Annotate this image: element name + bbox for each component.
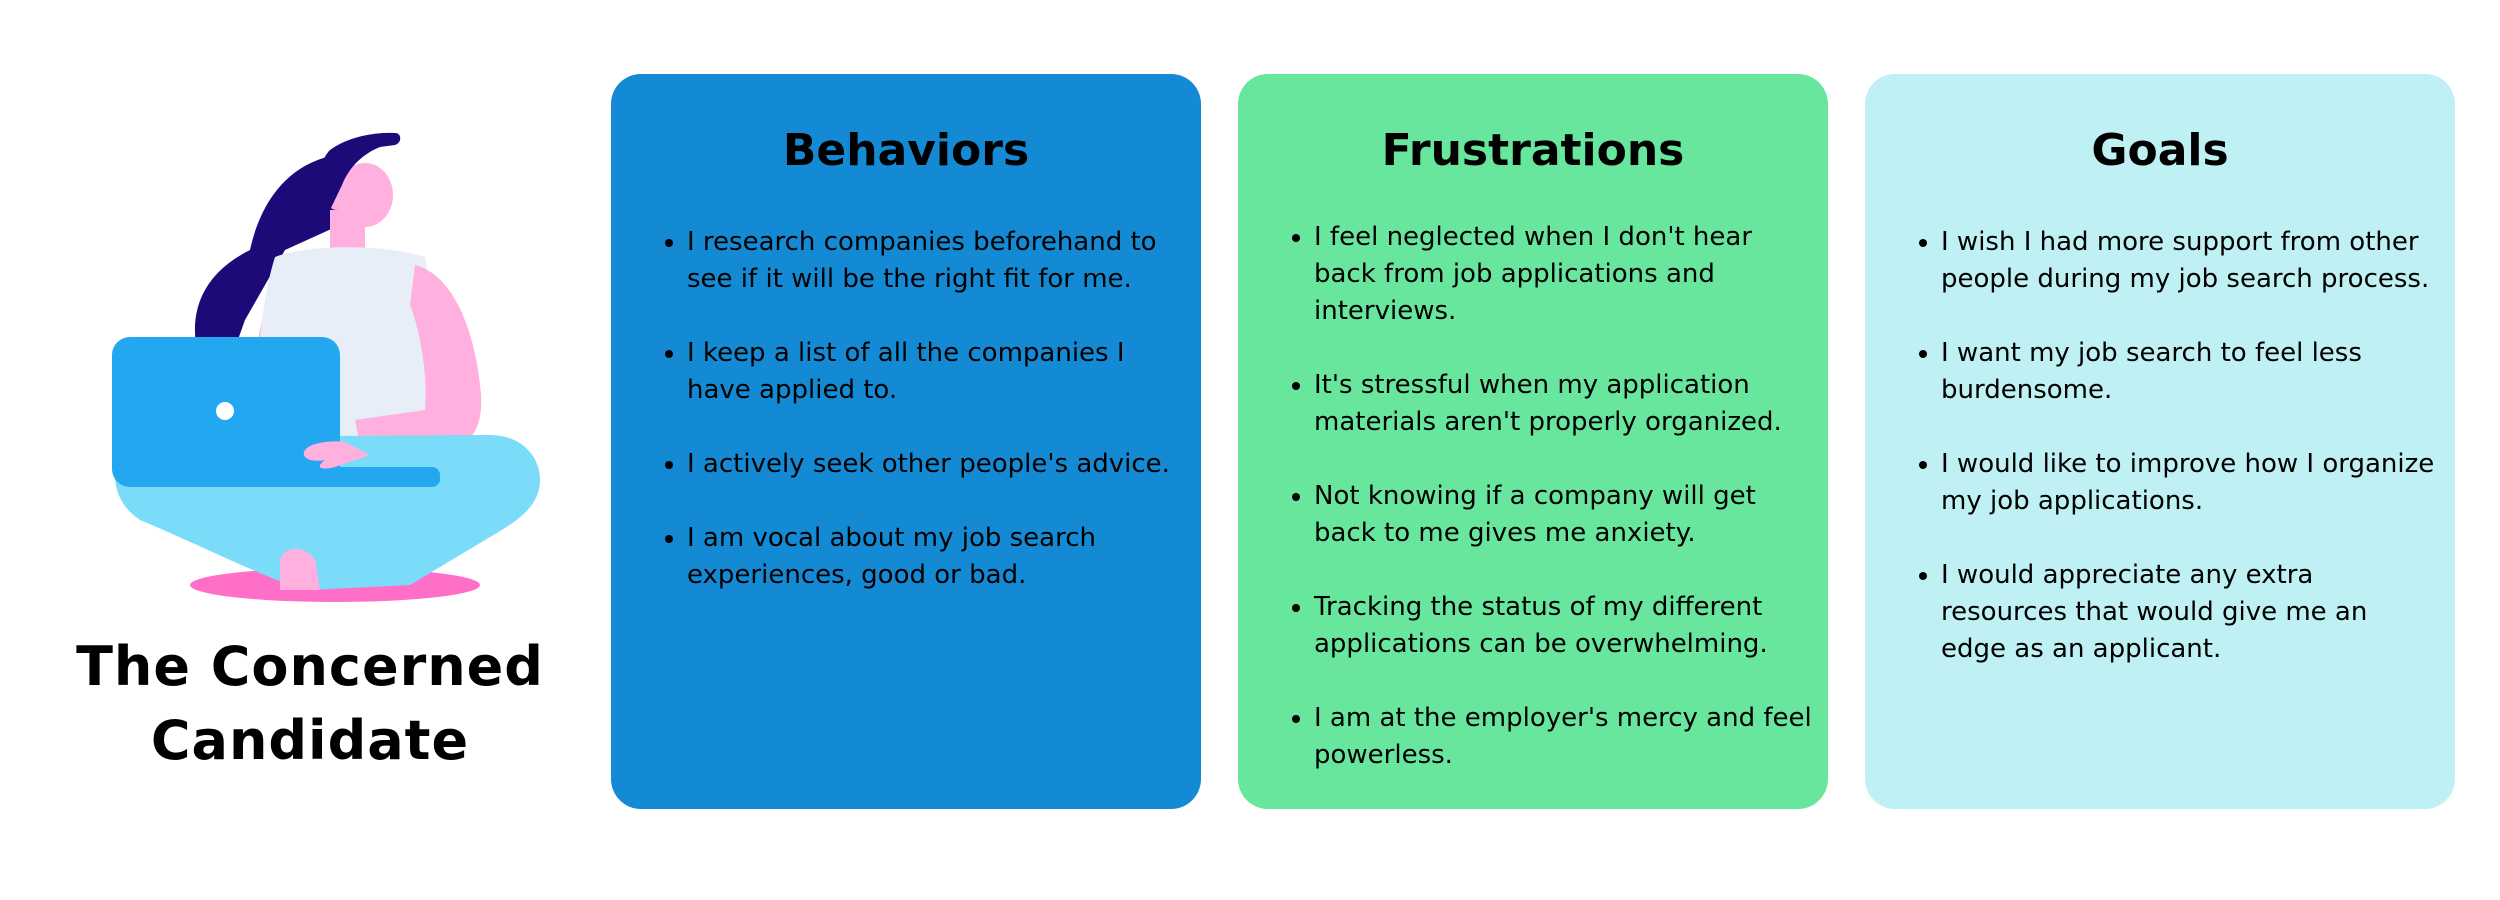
behaviors-title: Behaviors: [782, 125, 1030, 176]
goals-card: Goals I wish I had more support from oth…: [1865, 74, 2455, 809]
list-item: Tracking the status of my different appl…: [1292, 589, 1813, 663]
list-item: I want my job search to feel less burden…: [1919, 335, 2440, 409]
list-item: It's stressful when my application mater…: [1292, 367, 1813, 441]
persona-panel: The Concerned Candidate: [60, 100, 560, 800]
list-item: I keep a list of all the companies I hav…: [665, 335, 1186, 409]
goals-list: I wish I had more support from other peo…: [1905, 224, 2440, 705]
frustrations-list: I feel neglected when I don't hear back …: [1278, 219, 1813, 811]
goals-title: Goals: [2091, 125, 2229, 176]
list-item: I would like to improve how I organize m…: [1919, 446, 2440, 520]
list-item: Not knowing if a company will get back t…: [1292, 478, 1813, 552]
list-item: I feel neglected when I don't hear back …: [1292, 219, 1813, 330]
list-item: I wish I had more support from other peo…: [1919, 224, 2440, 298]
behaviors-list: I research companies beforehand to see i…: [651, 224, 1186, 631]
frustrations-card: Frustrations I feel neglected when I don…: [1238, 74, 1828, 809]
woman-with-laptop-illustration: [112, 132, 540, 602]
frustrations-title: Frustrations: [1381, 125, 1685, 176]
behaviors-card: Behaviors I research companies beforehan…: [611, 74, 1201, 809]
list-item: I research companies beforehand to see i…: [665, 224, 1186, 298]
list-item: I actively seek other people's advice.: [665, 446, 1186, 483]
list-item: I would appreciate any extra resources t…: [1919, 557, 2440, 668]
list-item: I am vocal about my job search experienc…: [665, 520, 1186, 594]
persona-name: The Concerned Candidate: [76, 635, 544, 772]
list-item: I am at the employer's mercy and feel po…: [1292, 700, 1813, 774]
